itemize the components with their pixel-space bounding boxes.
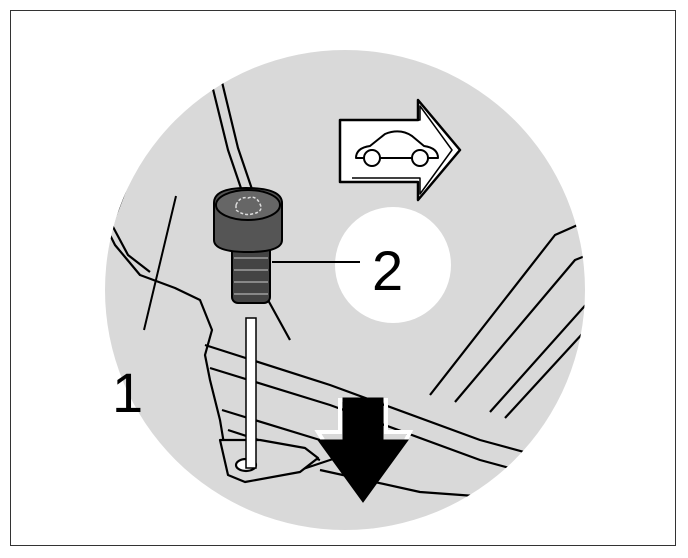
callout-2-badge	[335, 207, 451, 323]
bolt-axis-line	[245, 317, 257, 469]
undertray-panel	[105, 81, 585, 498]
callout-2-label: 2	[372, 239, 403, 302]
bolt	[213, 186, 283, 304]
down-arrow-icon	[314, 397, 414, 503]
callout-1-leader	[143, 195, 177, 331]
car-forward-arrow-icon	[338, 98, 462, 202]
callout-1-label: 1	[112, 361, 143, 424]
